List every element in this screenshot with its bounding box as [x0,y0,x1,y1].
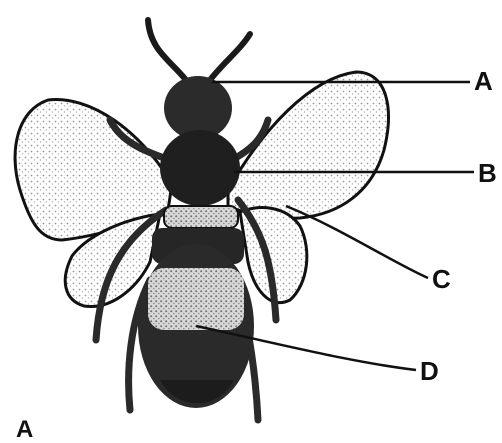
abdomen-band-1 [164,206,238,228]
label-c: C [432,266,451,292]
label-b: B [478,160,497,186]
antennae [148,20,250,80]
abdomen-band-3 [148,268,244,330]
label-d: D [420,358,439,384]
label-a: A [474,68,493,94]
thorax [160,130,240,206]
figure-letter: A [16,418,33,442]
